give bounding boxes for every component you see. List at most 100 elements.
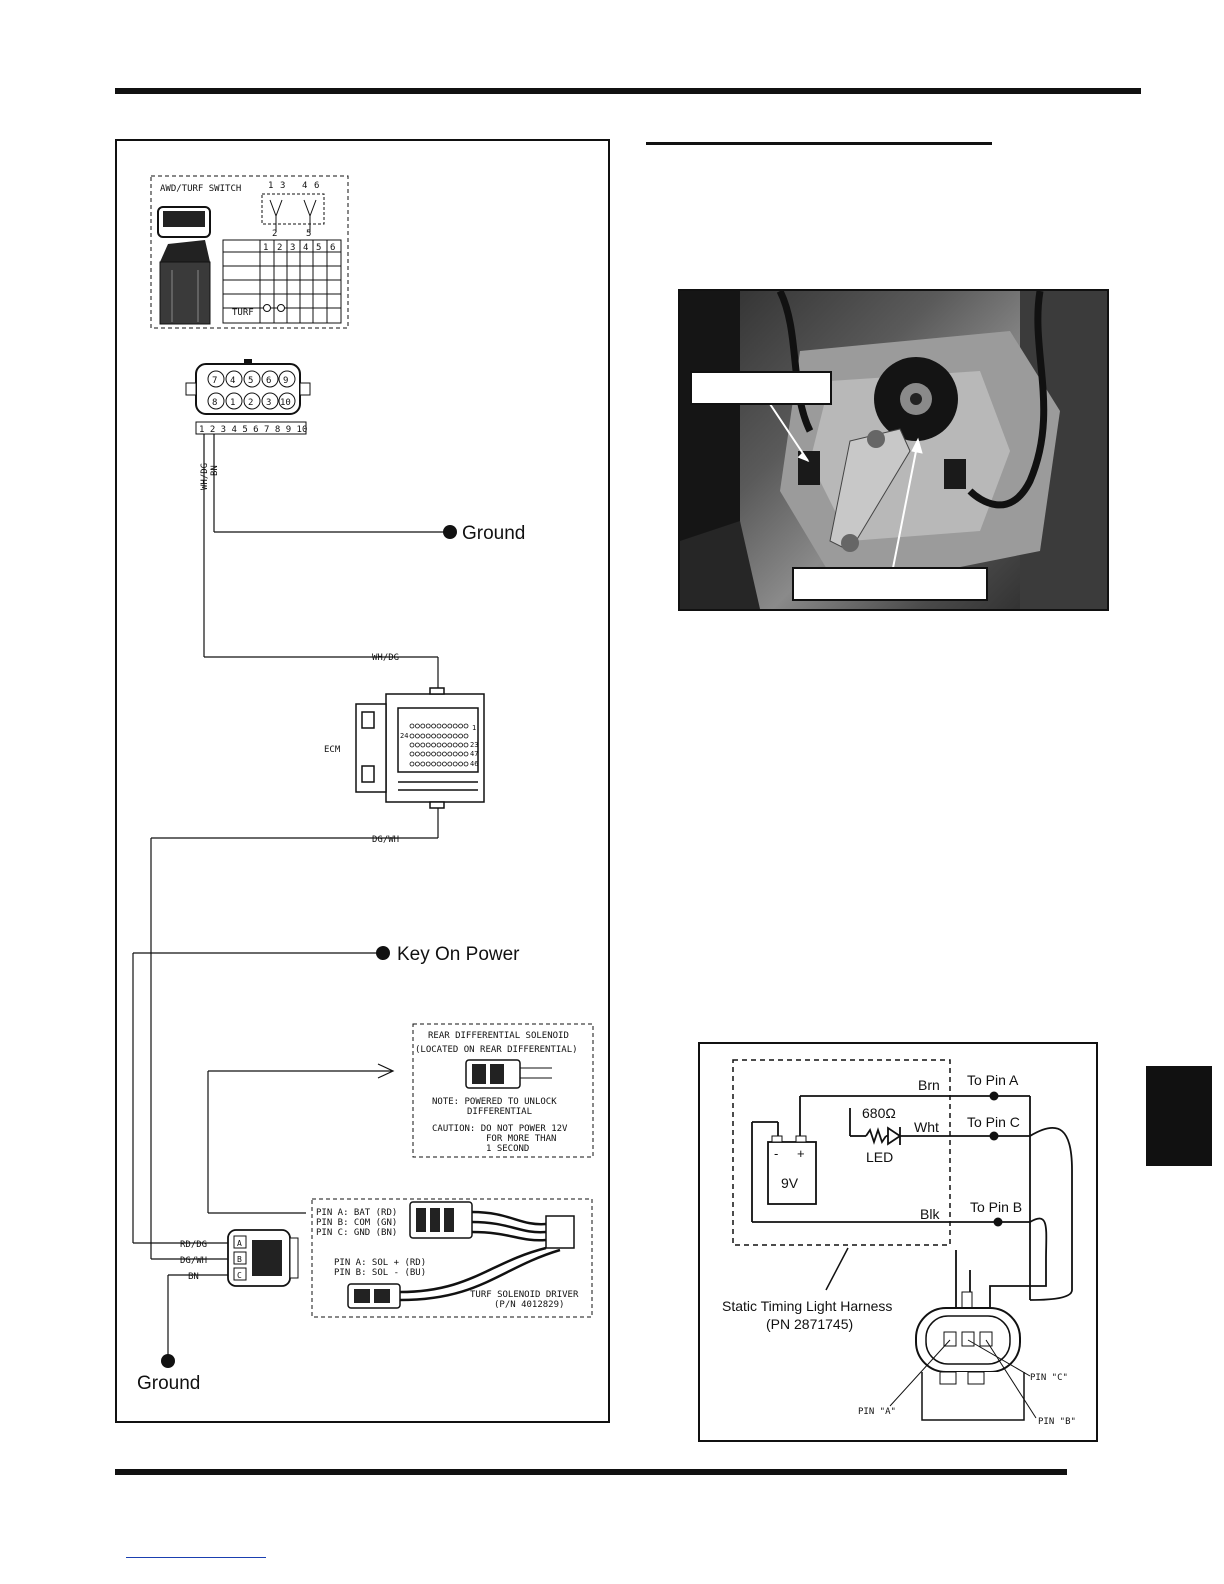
to-pin-a-label: To Pin A xyxy=(967,1072,1019,1088)
wire-label-rd-dg: RD/DG xyxy=(180,1240,207,1250)
ecm-pin-dot xyxy=(409,723,415,729)
switch-box xyxy=(150,175,349,329)
ecm-pin-grid xyxy=(409,723,469,767)
battery-icon xyxy=(767,1141,817,1205)
wire-label-dg-wh-plug: DG/WH xyxy=(180,1256,207,1266)
ecm-pin-dot xyxy=(447,733,453,739)
ecm-pin-dot xyxy=(414,761,420,767)
battery-terminal-plus xyxy=(795,1135,807,1143)
table-header-5: 5 xyxy=(316,243,321,253)
ecm-pin-dot xyxy=(441,751,447,757)
ecm-pin-dot xyxy=(447,761,453,767)
connector-strip xyxy=(195,421,307,435)
turf-contact-icon xyxy=(263,304,285,312)
switch-pin-1: 1 xyxy=(268,181,273,191)
driver-title: TURF SOLENOID DRIVER xyxy=(470,1290,579,1300)
ecm-pin-dot xyxy=(431,723,437,729)
ecm-pin-47: 47 xyxy=(470,750,478,758)
key-on-power-dot xyxy=(376,946,390,960)
ecm-pin-dot xyxy=(441,723,447,729)
ecm-pin-dot xyxy=(452,742,458,748)
driver-pin-a: PIN A: BAT (RD) xyxy=(316,1208,397,1218)
sensor-connector-icon xyxy=(915,1291,1025,1421)
ecm-pin-dot xyxy=(420,723,426,729)
driver-pin-c: PIN C: GND (BN) xyxy=(316,1228,397,1238)
ecm-pin-dot xyxy=(436,723,442,729)
callout-arrow-left xyxy=(769,403,809,462)
rear-diff-note-2: DIFFERENTIAL xyxy=(467,1107,532,1117)
driver-output-plug-icon xyxy=(347,1283,401,1309)
rear-diff-box xyxy=(412,1023,594,1158)
plug-pin-a: A xyxy=(237,1239,242,1248)
connector-pin-2: 2 xyxy=(248,398,253,408)
callout-arrowhead-left xyxy=(797,452,810,463)
resistor-label: 680Ω xyxy=(862,1105,896,1121)
wire-label-dg-wh: DG/WH xyxy=(372,835,399,845)
connector-pin-circles xyxy=(207,370,296,410)
caption-leader xyxy=(825,1247,849,1291)
ecm-pin-dot xyxy=(441,742,447,748)
wiring-diagram-svg: AWD/TURF SWITCH 1 3 4 6 2 5 1 2 3 4 5 6 … xyxy=(132,175,594,1394)
plug-pin-c: C xyxy=(237,1271,242,1280)
ecm-pin-dot xyxy=(409,742,415,748)
rear-diff-note-1: NOTE: POWERED TO UNLOCK xyxy=(432,1097,557,1107)
to-pin-c-label: To Pin C xyxy=(967,1114,1020,1130)
ecm-connector xyxy=(355,687,485,809)
photo-callout-bottom xyxy=(792,567,988,601)
ecm-label: ECM xyxy=(324,745,341,755)
photo-callout-top xyxy=(690,371,832,405)
ecm-pin-dot xyxy=(463,742,469,748)
pin-b-label: PIN "B" xyxy=(1038,1417,1076,1427)
harness-caption-2: (PN 2871745) xyxy=(766,1316,853,1332)
battery-plus: + xyxy=(797,1146,805,1161)
arrow-to-rear-diff xyxy=(377,1063,395,1079)
ecm-pin-dot xyxy=(425,723,431,729)
ecm-pin-dot xyxy=(436,742,442,748)
harness-caption-1: Static Timing Light Harness xyxy=(722,1298,892,1314)
switch-pin-2: 2 xyxy=(272,229,277,239)
ecm-pin-dot xyxy=(447,723,453,729)
switch-title: AWD/TURF SWITCH xyxy=(160,184,241,194)
rear-diff-subtitle: (LOCATED ON REAR DIFFERENTIAL) xyxy=(415,1045,578,1055)
connector-pin-1: 1 xyxy=(230,398,235,408)
switch-schematic xyxy=(261,193,325,225)
switch-pin-5: 5 xyxy=(306,229,311,239)
table-header-1: 1 xyxy=(263,243,268,253)
plug-pin-b: B xyxy=(237,1255,242,1264)
ecm-pin-dot xyxy=(452,723,458,729)
ecm-pin-dot xyxy=(447,751,453,757)
ecm-pin-dot xyxy=(463,761,469,767)
battery-label: 9V xyxy=(781,1175,799,1191)
ecm-pin-dot xyxy=(452,761,458,767)
header-rule xyxy=(115,88,1141,94)
harness-plug-icon xyxy=(227,1229,299,1287)
ecm-pin-dot xyxy=(414,751,420,757)
wire-label-wh-dg: WH/DG xyxy=(372,653,399,663)
ecm-pin-dot xyxy=(463,723,469,729)
ecm-pin-dot xyxy=(441,761,447,767)
callout-arrow-right xyxy=(891,440,919,574)
ecm-pin-dot xyxy=(431,751,437,757)
ecm-pin-dot xyxy=(414,742,420,748)
driver-sol-b: PIN B: SOL - (BU) xyxy=(334,1268,426,1278)
ecm-pin-dot xyxy=(458,742,464,748)
ecm-pin-dot xyxy=(436,733,442,739)
wiring-diagram: AWD/TURF SWITCH 1 3 4 6 2 5 1 2 3 4 5 6 … xyxy=(115,139,610,1423)
ecm-pin-dot xyxy=(463,733,469,739)
pin-c-leader xyxy=(967,1339,1031,1377)
connector-pin-3: 3 xyxy=(266,398,271,408)
driver-connector-icon xyxy=(399,1201,575,1302)
driver-pin-b: PIN B: COM (GN) xyxy=(316,1218,397,1228)
ecm-pin-dot xyxy=(409,751,415,757)
wire-label-wht: Wht xyxy=(914,1119,939,1135)
ecm-pin-dot xyxy=(431,742,437,748)
wire-label-brn: Brn xyxy=(918,1077,940,1093)
section-rule xyxy=(646,142,992,145)
ecm-pin-dot xyxy=(420,742,426,748)
ground-top-label: Ground xyxy=(462,523,525,544)
switch-pin-6: 6 xyxy=(314,181,319,191)
harness-dashed-box xyxy=(732,1059,951,1246)
ecm-pin-dot xyxy=(458,733,464,739)
switch-body xyxy=(159,261,211,325)
table-header-2: 2 xyxy=(277,243,282,253)
